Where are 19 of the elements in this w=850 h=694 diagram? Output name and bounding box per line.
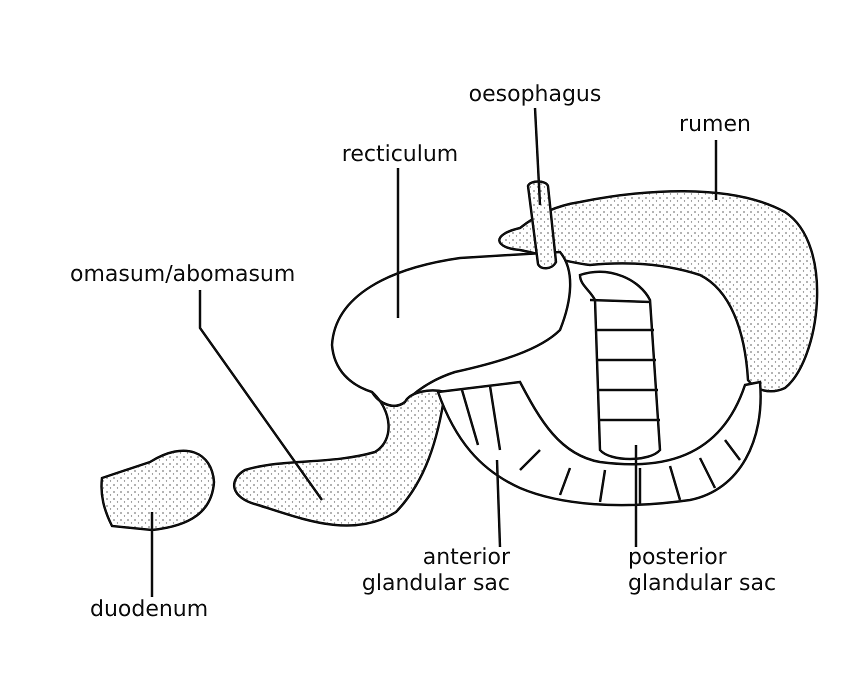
leader-line [198,290,324,501]
part-label: duodenum [90,597,240,623]
abomasum-tube [232,389,446,527]
leader-line [714,140,718,200]
part-label: oesophagus [445,82,625,108]
leader-line [396,168,400,318]
reticulum-chamber [330,250,572,408]
leader-line [150,512,154,597]
leader-line [634,445,638,547]
part-label: rumen [665,112,765,138]
part-label: anterior glandular sac [360,545,510,597]
leader-line [534,108,542,206]
leader-line [496,460,502,548]
duodenum-segment [100,450,216,532]
posterior-glandular-sac [578,270,662,460]
oesophagus-tube [526,180,558,270]
part-label: recticulum [320,142,480,168]
part-label: omasum/abomasum [70,262,350,288]
part-label: posterior glandular sac [628,545,778,597]
